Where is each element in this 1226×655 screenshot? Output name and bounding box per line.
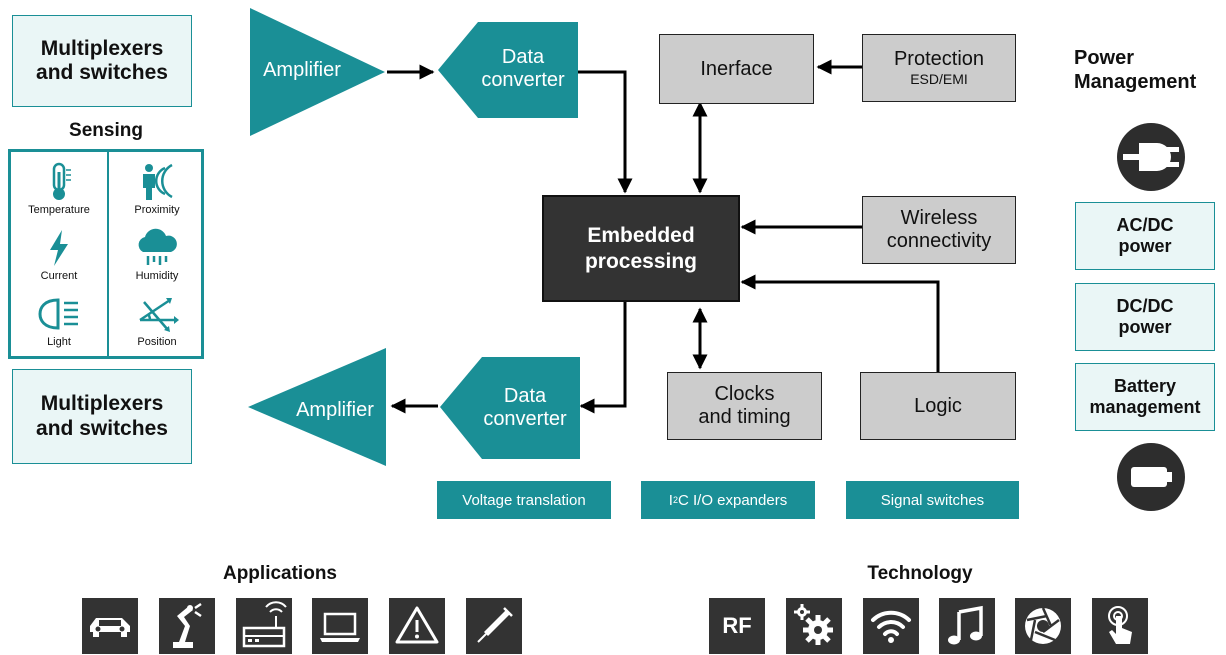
converter-input-label: Data converter <box>481 46 565 91</box>
sensor-current: Current <box>11 228 107 282</box>
position-axes-icon <box>139 298 179 332</box>
power-management-title: Power Management <box>1074 47 1197 93</box>
sensor-light: Light <box>11 294 107 348</box>
sensor-label: Light <box>47 336 71 348</box>
sensor-label: Humidity <box>135 270 179 282</box>
i2c-superscript: 2 <box>672 495 678 505</box>
dc-dc-power-box: DC/DC power <box>1075 283 1215 351</box>
amplifier-output-shape <box>248 348 386 466</box>
applications-title: Applications <box>222 563 337 584</box>
protection-title: Protection <box>893 48 985 71</box>
battery-management-box: Battery management <box>1075 363 1215 431</box>
music-note-icon <box>939 598 995 654</box>
plug-icon <box>1117 123 1185 191</box>
router-icon <box>236 598 292 654</box>
protection-subtitle: ESD/EMI <box>910 71 968 88</box>
battery-icon <box>1117 443 1185 511</box>
sensor-label: Temperature <box>28 204 90 216</box>
interface-box: Inerface <box>659 34 814 104</box>
arrow-embedded-to-converter <box>579 302 627 414</box>
rf-label: RF <box>722 613 752 638</box>
amplifier-input-label: Amplifier <box>263 59 341 81</box>
mux-switches-bottom: Multiplexers and switches <box>12 369 192 464</box>
car-icon <box>82 598 138 654</box>
sensor-label: Proximity <box>134 204 180 216</box>
arrow-converter-to-embedded <box>578 70 633 194</box>
converter-output-shape <box>440 357 580 459</box>
syringe-icon <box>466 598 522 654</box>
logic-box: Logic <box>860 372 1016 440</box>
amplifier-output-label: Amplifier <box>296 399 374 421</box>
clocks-timing-box: Clocks and timing <box>667 372 822 440</box>
i2c-prefix: I <box>668 491 673 509</box>
sensor-position: Position <box>109 294 205 348</box>
sensor-label: Position <box>137 336 177 348</box>
sensor-humidity: Humidity <box>109 228 205 282</box>
proximity-icon <box>143 163 173 200</box>
wifi-icon <box>863 598 919 654</box>
amplifier-input-shape <box>250 8 385 136</box>
signal-switches-label: Signal switches <box>846 481 1019 519</box>
thermometer-icon <box>52 162 71 200</box>
touch-icon <box>1092 598 1148 654</box>
laptop-icon <box>312 598 368 654</box>
sensor-proximity: Proximity <box>109 162 205 216</box>
sensing-divider <box>107 152 109 356</box>
sensing-panel: Temperature Proximity Current Humidity <box>8 149 204 359</box>
technology-title: Technology <box>867 563 973 584</box>
converter-output-label: Data converter <box>483 385 567 430</box>
sensor-temperature: Temperature <box>11 162 107 216</box>
sensing-title: Sensing <box>69 120 143 141</box>
headlight-icon <box>38 298 78 330</box>
aperture-icon <box>1015 598 1071 654</box>
sensor-label: Current <box>40 270 78 282</box>
i2c-suffix: C I/O expanders <box>677 491 788 509</box>
rain-cloud-icon <box>138 228 177 265</box>
gears-icon <box>786 598 842 654</box>
embedded-processing-box: Embedded processing <box>542 195 740 302</box>
voltage-translation-label: Voltage translation <box>437 481 611 519</box>
converter-input-shape <box>438 22 578 118</box>
lightning-bolt-icon <box>50 230 68 266</box>
mux-switches-top: Multiplexers and switches <box>12 15 192 107</box>
wireless-connectivity-box: Wireless connectivity <box>862 196 1016 264</box>
arrow-logic-to-embedded <box>740 274 940 372</box>
protection-box: Protection ESD/EMI <box>862 34 1016 102</box>
ac-dc-power-box: AC/DC power <box>1075 202 1215 270</box>
warning-icon <box>389 598 445 654</box>
robot-arm-icon <box>159 598 215 654</box>
rf-icon: RF <box>709 598 765 654</box>
